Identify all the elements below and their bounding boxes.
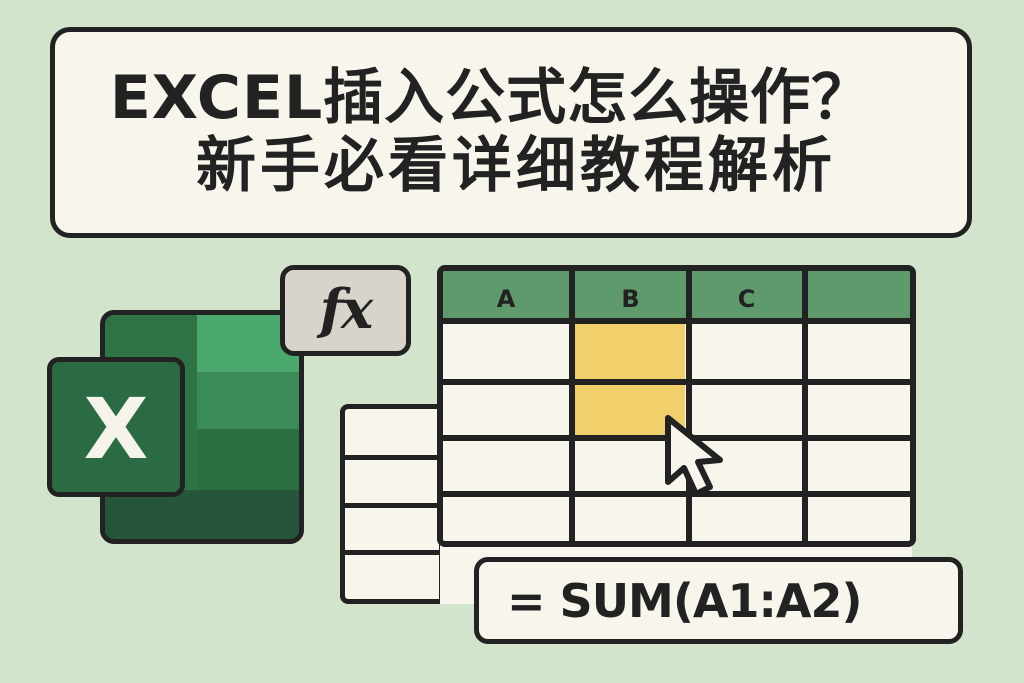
column-header-d[interactable] bbox=[807, 279, 910, 319]
excel-logo-segment bbox=[197, 429, 299, 490]
row-header-strip bbox=[340, 404, 444, 604]
formula-text: = SUM(A1:A2) bbox=[507, 573, 862, 628]
column-header-b[interactable]: B bbox=[621, 285, 640, 313]
grid-line bbox=[443, 318, 910, 324]
title-line-2: 新手必看详细教程解析 bbox=[196, 130, 836, 201]
mouse-pointer-icon bbox=[665, 415, 723, 497]
column-header-c[interactable]: C bbox=[737, 285, 756, 313]
excel-logo-letter: X bbox=[83, 380, 149, 478]
title-line-1: EXCEL插入公式怎么操作？ bbox=[109, 63, 873, 134]
function-icon: fx bbox=[280, 265, 411, 356]
grid-line bbox=[443, 491, 910, 497]
grid-line bbox=[345, 550, 439, 555]
title-card: EXCEL插入公式怎么操作？ 新手必看详细教程解析 bbox=[50, 27, 972, 238]
excel-logo-segment bbox=[105, 490, 299, 539]
excel-logo-segment bbox=[197, 372, 299, 429]
grid-line bbox=[443, 379, 910, 385]
column-header-a[interactable]: A bbox=[496, 285, 516, 313]
spreadsheet-grid: A B C bbox=[437, 265, 916, 547]
formula-bar[interactable]: = SUM(A1:A2) bbox=[474, 557, 963, 644]
excel-logo-icon: X bbox=[47, 357, 185, 497]
grid-line bbox=[569, 271, 575, 541]
grid-line bbox=[802, 271, 808, 541]
function-label: fx bbox=[319, 276, 373, 341]
grid-line bbox=[345, 503, 439, 508]
grid-line bbox=[345, 455, 439, 460]
column-header-row bbox=[443, 271, 910, 319]
grid-line bbox=[686, 271, 692, 541]
